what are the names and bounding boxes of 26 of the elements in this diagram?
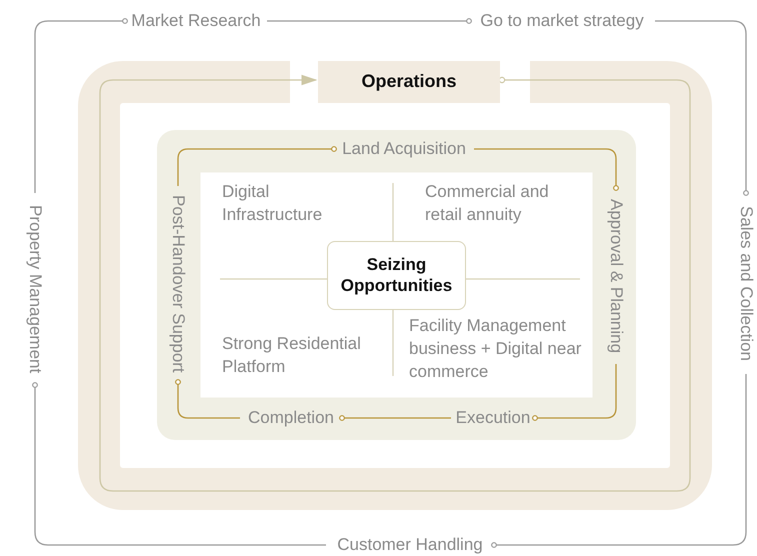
operations-box: Operations (318, 61, 500, 103)
connector (532, 364, 617, 421)
stage-label: Go to market strategy (470, 9, 654, 33)
stage-label: Completion (241, 407, 341, 429)
stage-label: Approval & Planning (604, 189, 628, 363)
quadrant-text: Facility Management business + Digital near commerce (409, 315, 582, 383)
connector (491, 374, 747, 548)
quadrant-text: Digital Infrastructure (222, 181, 324, 226)
connector (32, 382, 326, 546)
connector (177, 146, 337, 186)
connector (655, 20, 749, 196)
connector (34, 18, 128, 193)
quadrant-text: Commercial and retail annuity (425, 181, 550, 226)
connector (175, 379, 240, 419)
stage-label: Land Acquisition (335, 138, 473, 160)
stage-label: Property Management (24, 194, 46, 384)
stage-label: Customer Handling (327, 534, 493, 556)
center-box: Seizing Opportunities (327, 241, 466, 310)
stage-label: Market Research (126, 9, 266, 33)
connector (267, 18, 472, 24)
connector (474, 148, 619, 191)
stage-label: Execution (452, 407, 534, 429)
connector (339, 415, 451, 421)
stage-label: Sales and Collection (736, 194, 756, 373)
quadrant-text: Strong Residential Platform (222, 333, 362, 378)
stage-label: Post-Handover Support (166, 187, 190, 381)
